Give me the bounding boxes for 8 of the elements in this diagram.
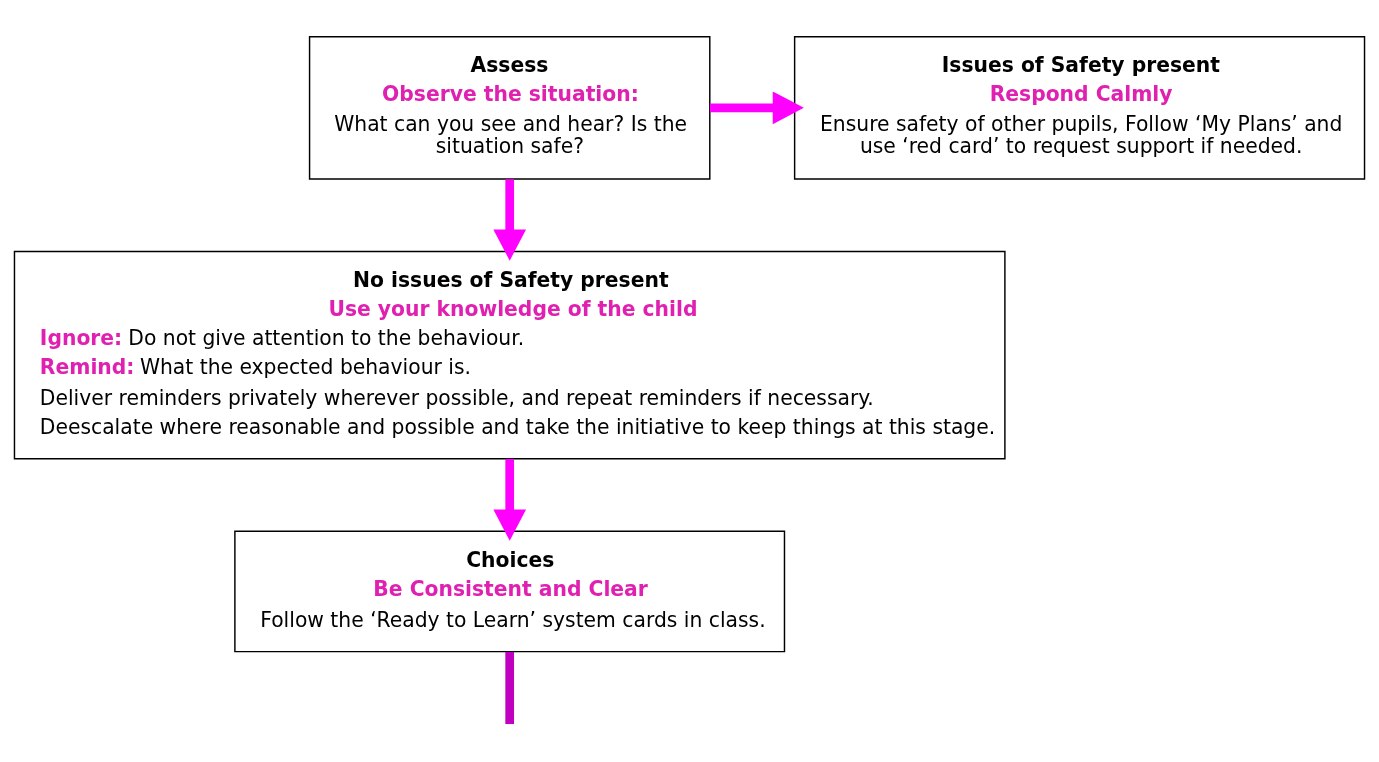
connector	[505, 652, 515, 725]
node-box: No issues of Safety present Use your knowledge of the child Ignore: Do not give attention to the behaviour. Remind: What the expected behaviour is. Deliver reminders privately wherever possible, and repeat reminders if necessary. Deescalate where reasonable and possible and take the initiative to keep things at this stage.	[13, 250, 1006, 460]
arrow	[710, 91, 804, 125]
node-box: Choices Be Consistent and Clear Follow the ‘Ready to Learn’ system cards in class.	[234, 530, 786, 653]
arrow	[493, 458, 526, 541]
arrow	[493, 179, 526, 261]
node-box: Issues of Safety present Respond Calmly Ensure safety of other pupils, Follow ‘My Plans’ and use ‘red card’ to request support if needed.	[793, 36, 1366, 180]
node-box: Assess Observe the situation: What can you see and hear? Is the situation safe?	[308, 36, 711, 180]
